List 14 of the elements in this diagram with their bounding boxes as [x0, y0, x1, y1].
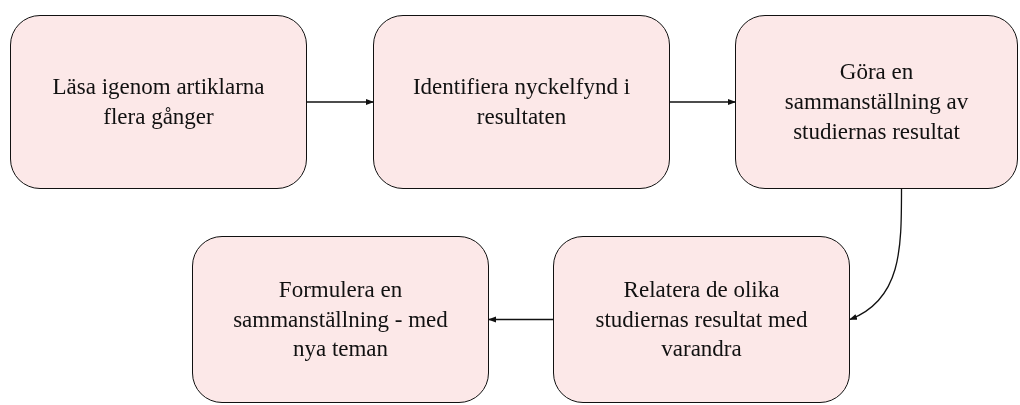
- step-text: Göra en sammanställning av studiernas resultat: [783, 58, 970, 146]
- process-box: [373, 15, 670, 189]
- arrow: [488, 316, 554, 323]
- process-box: [735, 15, 1018, 189]
- step-text: Relatera de olika studiernas resultat med varandra: [594, 275, 809, 364]
- step-text: Identifiera nyckelfynd i resultaten: [411, 73, 632, 131]
- step-text: Läsa igenom artiklarna flera gånger: [51, 73, 266, 131]
- arrow: [849, 188, 903, 321]
- process-box: [553, 236, 850, 403]
- arrow: [669, 99, 736, 105]
- step-text: Formulera en sammanställning - med nya teman: [232, 275, 449, 364]
- process-box: [10, 15, 307, 189]
- arrow: [306, 99, 374, 105]
- process-box: [192, 236, 489, 403]
